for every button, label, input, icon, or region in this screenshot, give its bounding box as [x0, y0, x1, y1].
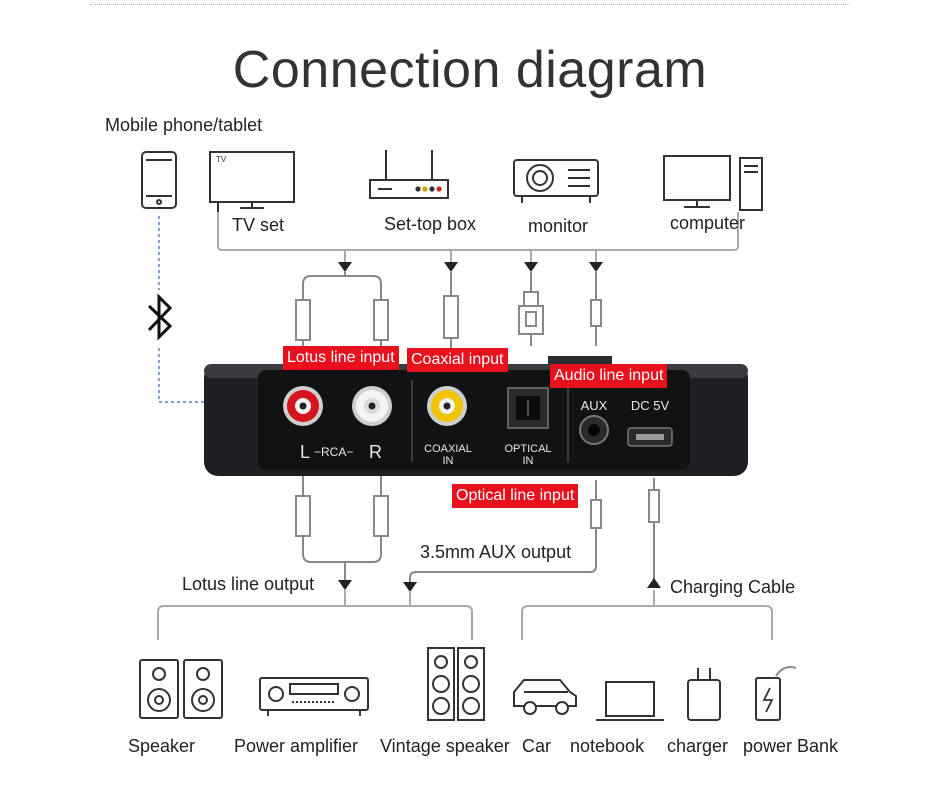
coaxial-jack — [427, 386, 467, 426]
aux-output-cable — [409, 480, 602, 582]
coaxial-port-label-1: COAXIAL — [424, 443, 472, 455]
optical-port-label-1: OPTICAL — [504, 443, 551, 455]
tv-icon — [209, 151, 295, 212]
rca-output-cable — [295, 476, 389, 580]
dc-port — [627, 427, 673, 447]
optical-jack — [507, 387, 549, 429]
aux-input-cable — [590, 272, 602, 346]
mobile-label: Mobile phone/tablet — [105, 115, 263, 135]
notebook-label: notebook — [570, 736, 645, 756]
charging-cable — [648, 478, 660, 580]
power-bank-icon — [755, 666, 797, 721]
rca-left-jack — [283, 386, 323, 426]
tv-label: TV set — [232, 215, 285, 235]
car-icon — [513, 679, 577, 715]
rca-right-jack — [352, 386, 392, 426]
rca-label-mid: −RCA− — [314, 445, 353, 459]
audio-input-label: Audio line input — [550, 364, 668, 389]
aux-port-label: AUX — [581, 398, 608, 413]
output-arrows — [338, 578, 661, 592]
aux-jack — [579, 415, 609, 445]
source-arrows — [338, 262, 603, 272]
projector-icon — [513, 159, 599, 203]
power-bank-label: power Bank — [743, 736, 839, 756]
power-amplifier-icon — [259, 677, 369, 716]
coaxial-input-cable — [443, 272, 459, 350]
monitor-label: monitor — [528, 216, 589, 236]
charger-icon — [687, 668, 721, 721]
speaker-label: Speaker — [128, 736, 196, 756]
source-bus — [217, 212, 739, 266]
amplifier-label: Power amplifier — [234, 736, 359, 756]
notebook-icon — [596, 681, 664, 721]
optical-port-label-2: IN — [523, 455, 534, 467]
dc-port-label: DC 5V — [631, 398, 670, 413]
tv-screen-label: TV — [216, 155, 227, 164]
car-label: Car — [522, 736, 552, 756]
vintage-speaker-icon — [427, 647, 485, 721]
coaxial-input-label: Coaxial input — [407, 348, 508, 373]
optical-input-label: Optical line input — [452, 484, 579, 509]
speaker-icon — [139, 659, 223, 719]
aux-output-label: 3.5mm AUX output — [420, 542, 572, 562]
settop-label: Set-top box — [384, 214, 477, 234]
diagram-title: Connection diagram — [232, 41, 708, 99]
top-divider — [90, 4, 850, 5]
computer-icon — [663, 155, 763, 211]
lotus-output-label: Lotus line output — [182, 574, 315, 594]
vintage-speaker-label: Vintage speaker — [380, 736, 510, 756]
mobile-phone-icon — [141, 151, 177, 209]
computer-label: computer — [670, 213, 746, 233]
bluetooth-link — [158, 216, 206, 403]
rca-label-l: L — [300, 442, 310, 462]
bluetooth-icon — [147, 293, 173, 341]
settop-box-icon — [369, 150, 449, 199]
coaxial-port-label-2: IN — [443, 455, 454, 467]
rca-label-r: R — [369, 442, 382, 462]
rca-input-cable — [295, 272, 389, 356]
charger-label: charger — [667, 736, 729, 756]
optical-input-cable — [518, 272, 544, 346]
charging-cable-label: Charging Cable — [670, 577, 796, 597]
lotus-input-label: Lotus line input — [283, 346, 399, 371]
output-brackets — [157, 590, 773, 640]
